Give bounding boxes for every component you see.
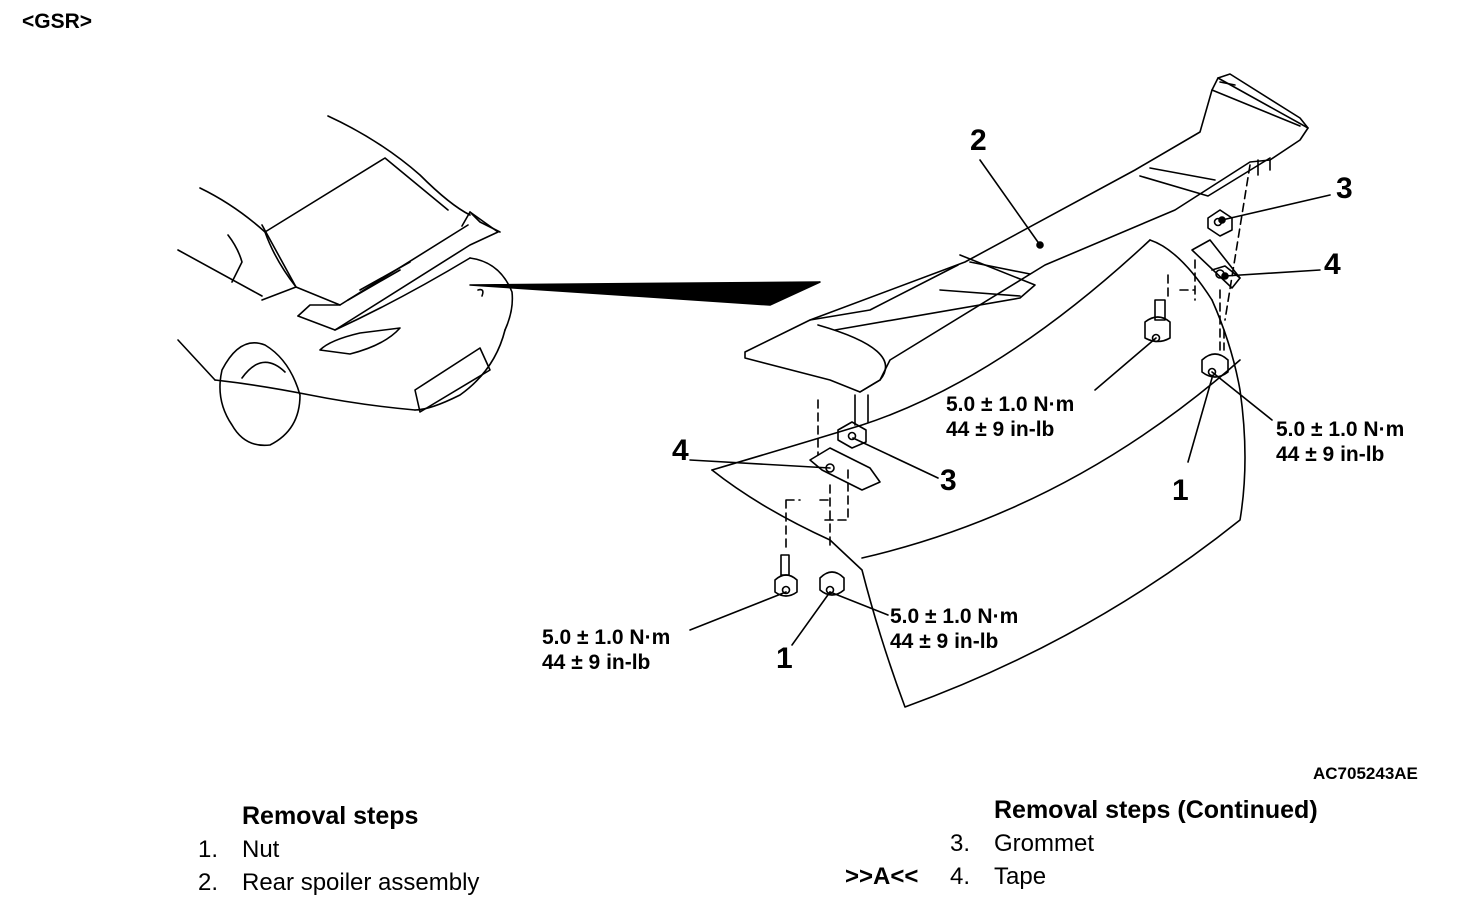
torque-nm: 5.0 ± 1.0 N·m xyxy=(1276,418,1405,441)
torque-lower-left: 5.0 ± 1.0 N·m 44 ± 9 in-lb xyxy=(542,625,670,675)
torque-lower-center: 5.0 ± 1.0 N·m 44 ± 9 in-lb xyxy=(890,604,1018,654)
figure-id: AC705243AE xyxy=(1313,764,1418,783)
torque-inlb: 44 ± 9 in-lb xyxy=(1276,443,1385,466)
step-number: 3. xyxy=(949,830,970,857)
torque-inlb: 44 ± 9 in-lb xyxy=(890,630,999,653)
right-fasteners xyxy=(1144,164,1251,378)
removal-steps-title: Removal steps xyxy=(242,802,419,830)
step-label: Rear spoiler assembly xyxy=(242,869,480,896)
car-rear-view xyxy=(177,115,514,447)
variant-label: <GSR> xyxy=(22,10,93,33)
torque-upper-right: 5.0 ± 1.0 N·m 44 ± 9 in-lb xyxy=(1276,417,1404,467)
torque-nm: 5.0 ± 1.0 N·m xyxy=(890,605,1019,628)
removal-steps-continued-title: Removal steps (Continued) xyxy=(994,796,1318,824)
zoom-pointer-wedge xyxy=(469,281,821,306)
callout-tape-right: 4 xyxy=(1324,248,1341,281)
callout-nut-left: 1 xyxy=(776,642,793,675)
torque-upper-center: 5.0 ± 1.0 N·m 44 ± 9 in-lb xyxy=(946,392,1074,442)
torque-inlb: 44 ± 9 in-lb xyxy=(542,651,651,674)
step-number: 4. xyxy=(949,863,970,890)
step-label: Tape xyxy=(994,863,1047,890)
torque-inlb: 44 ± 9 in-lb xyxy=(946,418,1055,441)
callout-grommet-right: 3 xyxy=(1336,172,1353,205)
step-number: 2. xyxy=(197,869,218,896)
step-label: Grommet xyxy=(994,830,1095,857)
torque-nm: 5.0 ± 1.0 N·m xyxy=(946,393,1075,416)
step-number: 1. xyxy=(197,836,218,863)
rear-spoiler-assembly xyxy=(744,73,1309,426)
leader-lines xyxy=(689,159,1331,646)
torque-nm: 5.0 ± 1.0 N·m xyxy=(542,626,671,649)
callout-nut-right: 1 xyxy=(1172,474,1189,507)
callout-grommet-left: 3 xyxy=(940,464,957,497)
callout-spoiler: 2 xyxy=(970,124,987,157)
left-fasteners xyxy=(774,399,881,597)
callout-tape-left: 4 xyxy=(672,434,689,467)
step-reference: >>A<< xyxy=(845,863,919,890)
step-label: Nut xyxy=(242,836,280,863)
trunk-lid xyxy=(711,239,1246,708)
